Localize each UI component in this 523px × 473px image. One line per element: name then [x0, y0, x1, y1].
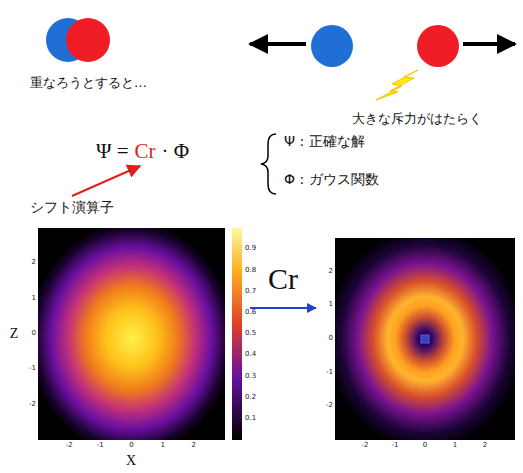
center-marker: [421, 335, 429, 343]
tick-label: 1: [32, 295, 36, 303]
repel-arrow: [463, 42, 515, 46]
tick-label: 2: [192, 442, 196, 450]
colorbar-tick: 0.5: [245, 330, 256, 338]
ring-heatmap: [335, 238, 515, 440]
brace: [261, 134, 276, 194]
red-particle: [66, 18, 110, 62]
operator-name: シフト演算子: [30, 200, 114, 215]
repel-arrow: [250, 42, 306, 46]
colorbar-tick: 0.9: [245, 245, 256, 253]
operator-symbol: Cr: [268, 262, 298, 295]
tick-label: 0: [32, 330, 36, 338]
colorbar-tick: 0.1: [245, 415, 256, 423]
pointer-arrow: [72, 166, 140, 196]
colorbar-tick: 0.2: [245, 394, 256, 402]
tick-label: -2: [326, 402, 333, 410]
tick-label: 2: [329, 268, 333, 276]
colorbar-tick: 0.4: [245, 351, 256, 359]
axis-label: Z: [10, 326, 19, 341]
tick-label: 1: [453, 442, 457, 450]
colorbar-tick: 0.3: [245, 373, 256, 381]
formula-part: · Φ: [162, 140, 190, 163]
tick-label: 2: [32, 259, 36, 267]
tick-label: -1: [326, 369, 333, 377]
operator-symbol: Cr: [135, 140, 156, 163]
tick-label: 2: [483, 442, 487, 450]
colorbar-tick: 0.6: [245, 309, 256, 317]
definition: Φ : ガウス関数: [284, 172, 379, 187]
formula-part: Ψ =: [96, 140, 129, 163]
blue-particle: [311, 25, 353, 67]
red-particle: [417, 25, 459, 67]
definition: Ψ : 正確な解: [284, 134, 365, 149]
transform-arrow: [250, 307, 316, 309]
colorbar-tick: 0.8: [245, 267, 256, 275]
colorbar: [232, 228, 242, 440]
axis-label: X: [126, 453, 136, 468]
caption: 重なろうとすると…: [30, 76, 147, 90]
tick-label: 1: [160, 442, 164, 450]
tick-label: -1: [392, 442, 399, 450]
colorbar-tick: 0.7: [245, 288, 256, 296]
gaussian-heatmap: [38, 228, 225, 440]
tick-label: -1: [97, 442, 104, 450]
tick-label: -2: [66, 442, 73, 450]
tick-label: 1: [329, 301, 333, 309]
tick-label: -1: [29, 365, 36, 373]
tick-label: 0: [129, 442, 133, 450]
caption: 大きな斥力がはたらく: [352, 112, 482, 126]
tick-label: 0: [329, 335, 333, 343]
tick-label: -2: [362, 442, 369, 450]
lightning-symbol: [376, 70, 418, 100]
tick-label: -2: [29, 401, 36, 409]
tick-label: 0: [423, 442, 427, 450]
